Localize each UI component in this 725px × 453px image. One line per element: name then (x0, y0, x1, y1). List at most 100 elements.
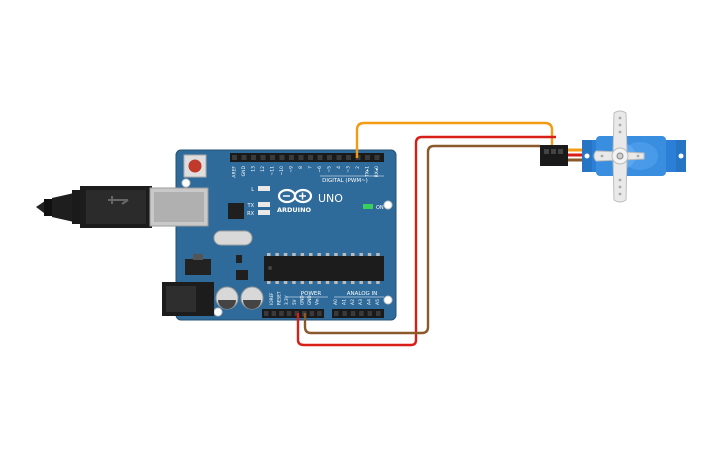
chip-leg (300, 281, 305, 284)
header-pin[interactable] (317, 311, 322, 316)
header-pin[interactable] (289, 155, 294, 160)
chip-leg (325, 281, 330, 284)
top-pin-label: GND (241, 165, 247, 176)
header-pin[interactable] (334, 311, 339, 316)
signal-wire-orange[interactable] (355, 121, 560, 158)
chip-leg (292, 253, 296, 256)
power-pin-label: 5V (292, 299, 297, 305)
header-pin[interactable] (270, 155, 275, 160)
power-pin-label: RESET (277, 291, 282, 305)
header-pin[interactable] (317, 155, 323, 160)
usb-cable[interactable] (36, 186, 152, 228)
analog-pin-label: A5 (375, 299, 381, 305)
header-pin[interactable] (342, 311, 347, 316)
mounting-hole (181, 178, 191, 188)
header-pin[interactable] (374, 155, 380, 160)
analog-pin-label: A3 (358, 299, 364, 305)
header-pin[interactable] (260, 155, 266, 160)
header-pin[interactable] (241, 155, 247, 160)
power-pin-label: IOREF (269, 292, 274, 305)
mounting-hole (213, 307, 223, 317)
header-pin[interactable] (271, 311, 277, 316)
reset-button-cap[interactable] (188, 159, 202, 173)
chip-leg (334, 253, 338, 256)
header-pin[interactable] (309, 311, 315, 316)
analog-pin-label: A0 (333, 299, 339, 305)
voltage-regulator (185, 259, 211, 275)
top-pin-label: 4 (336, 166, 342, 169)
led-label-tx: TX (247, 203, 255, 209)
top-pin-label: ~10 (279, 166, 285, 176)
power-label: POWER (301, 291, 322, 297)
analog-pin-label: A2 (350, 299, 356, 305)
chip-leg (342, 281, 347, 284)
header-pin[interactable] (327, 155, 332, 160)
crystal-oscillator (213, 230, 253, 246)
ground-wire-brown[interactable] (303, 144, 540, 335)
led-label-l: L (251, 187, 254, 193)
atmega-chip (264, 256, 384, 281)
digital-header (230, 153, 384, 162)
chip-leg (376, 281, 380, 284)
servo-horn[interactable] (593, 110, 645, 203)
header-pin[interactable] (279, 311, 284, 316)
header-pin[interactable] (367, 311, 373, 316)
header-pin[interactable] (350, 311, 356, 316)
chip-leg (300, 253, 305, 256)
header-pin[interactable] (279, 155, 285, 160)
top-pin-label: ~6 (317, 166, 323, 173)
chip-leg (292, 281, 296, 284)
header-pin[interactable] (251, 155, 256, 160)
analog-pin-label: A1 (341, 299, 347, 305)
chip-leg (309, 253, 313, 256)
top-pin-label: RX◂0 (374, 166, 380, 177)
header-pin[interactable] (294, 311, 299, 316)
chip-leg (317, 253, 321, 256)
header-pin[interactable] (336, 155, 342, 160)
chip-leg (325, 253, 330, 256)
top-pin-label: ~9 (289, 166, 295, 173)
chip-leg (275, 281, 279, 284)
header-pin[interactable] (365, 155, 370, 160)
led-l (258, 186, 270, 191)
header-pin[interactable] (232, 155, 237, 160)
analog-label: ANALOG IN (347, 291, 378, 297)
top-pin-label: 12 (260, 166, 266, 172)
header-pin[interactable] (308, 155, 313, 160)
header-pin[interactable] (286, 311, 292, 316)
digital-label: DIGITAL (PWM~) (322, 178, 368, 184)
chip-leg (367, 281, 372, 284)
top-pin-label: 13 (251, 166, 257, 172)
power-pin-label: 3.3V (284, 295, 289, 305)
power-pin-label: GND (307, 295, 312, 305)
servo-motor[interactable] (582, 110, 686, 203)
led-on (363, 204, 373, 209)
chip-leg (376, 253, 380, 256)
usb-interface-chip (228, 203, 244, 219)
servo-mount-hole (678, 153, 684, 159)
header-pin[interactable] (376, 311, 381, 316)
board-model: UNO (318, 192, 343, 205)
chip-leg (267, 253, 271, 256)
header-pin[interactable] (346, 155, 351, 160)
logo-text: ARDUINO (277, 206, 312, 214)
header-pin[interactable] (264, 311, 269, 316)
chip-leg (367, 253, 372, 256)
power-pin-label: GND (299, 295, 304, 305)
mounting-hole (383, 200, 393, 210)
top-pin-label: ~5 (327, 166, 333, 173)
chip-leg (267, 281, 271, 284)
top-pin-label: ~11 (270, 166, 276, 176)
on-label: ON (376, 205, 384, 211)
mounting-hole (383, 295, 393, 305)
chip-leg (351, 281, 355, 284)
power-wire-red[interactable] (296, 135, 556, 347)
servo-mount-hole (584, 153, 590, 159)
header-pin[interactable] (359, 311, 364, 316)
power-pin-label: Vin (315, 298, 320, 305)
header-pin[interactable] (298, 155, 304, 160)
chip-leg (275, 253, 279, 256)
chip-leg (359, 281, 363, 284)
